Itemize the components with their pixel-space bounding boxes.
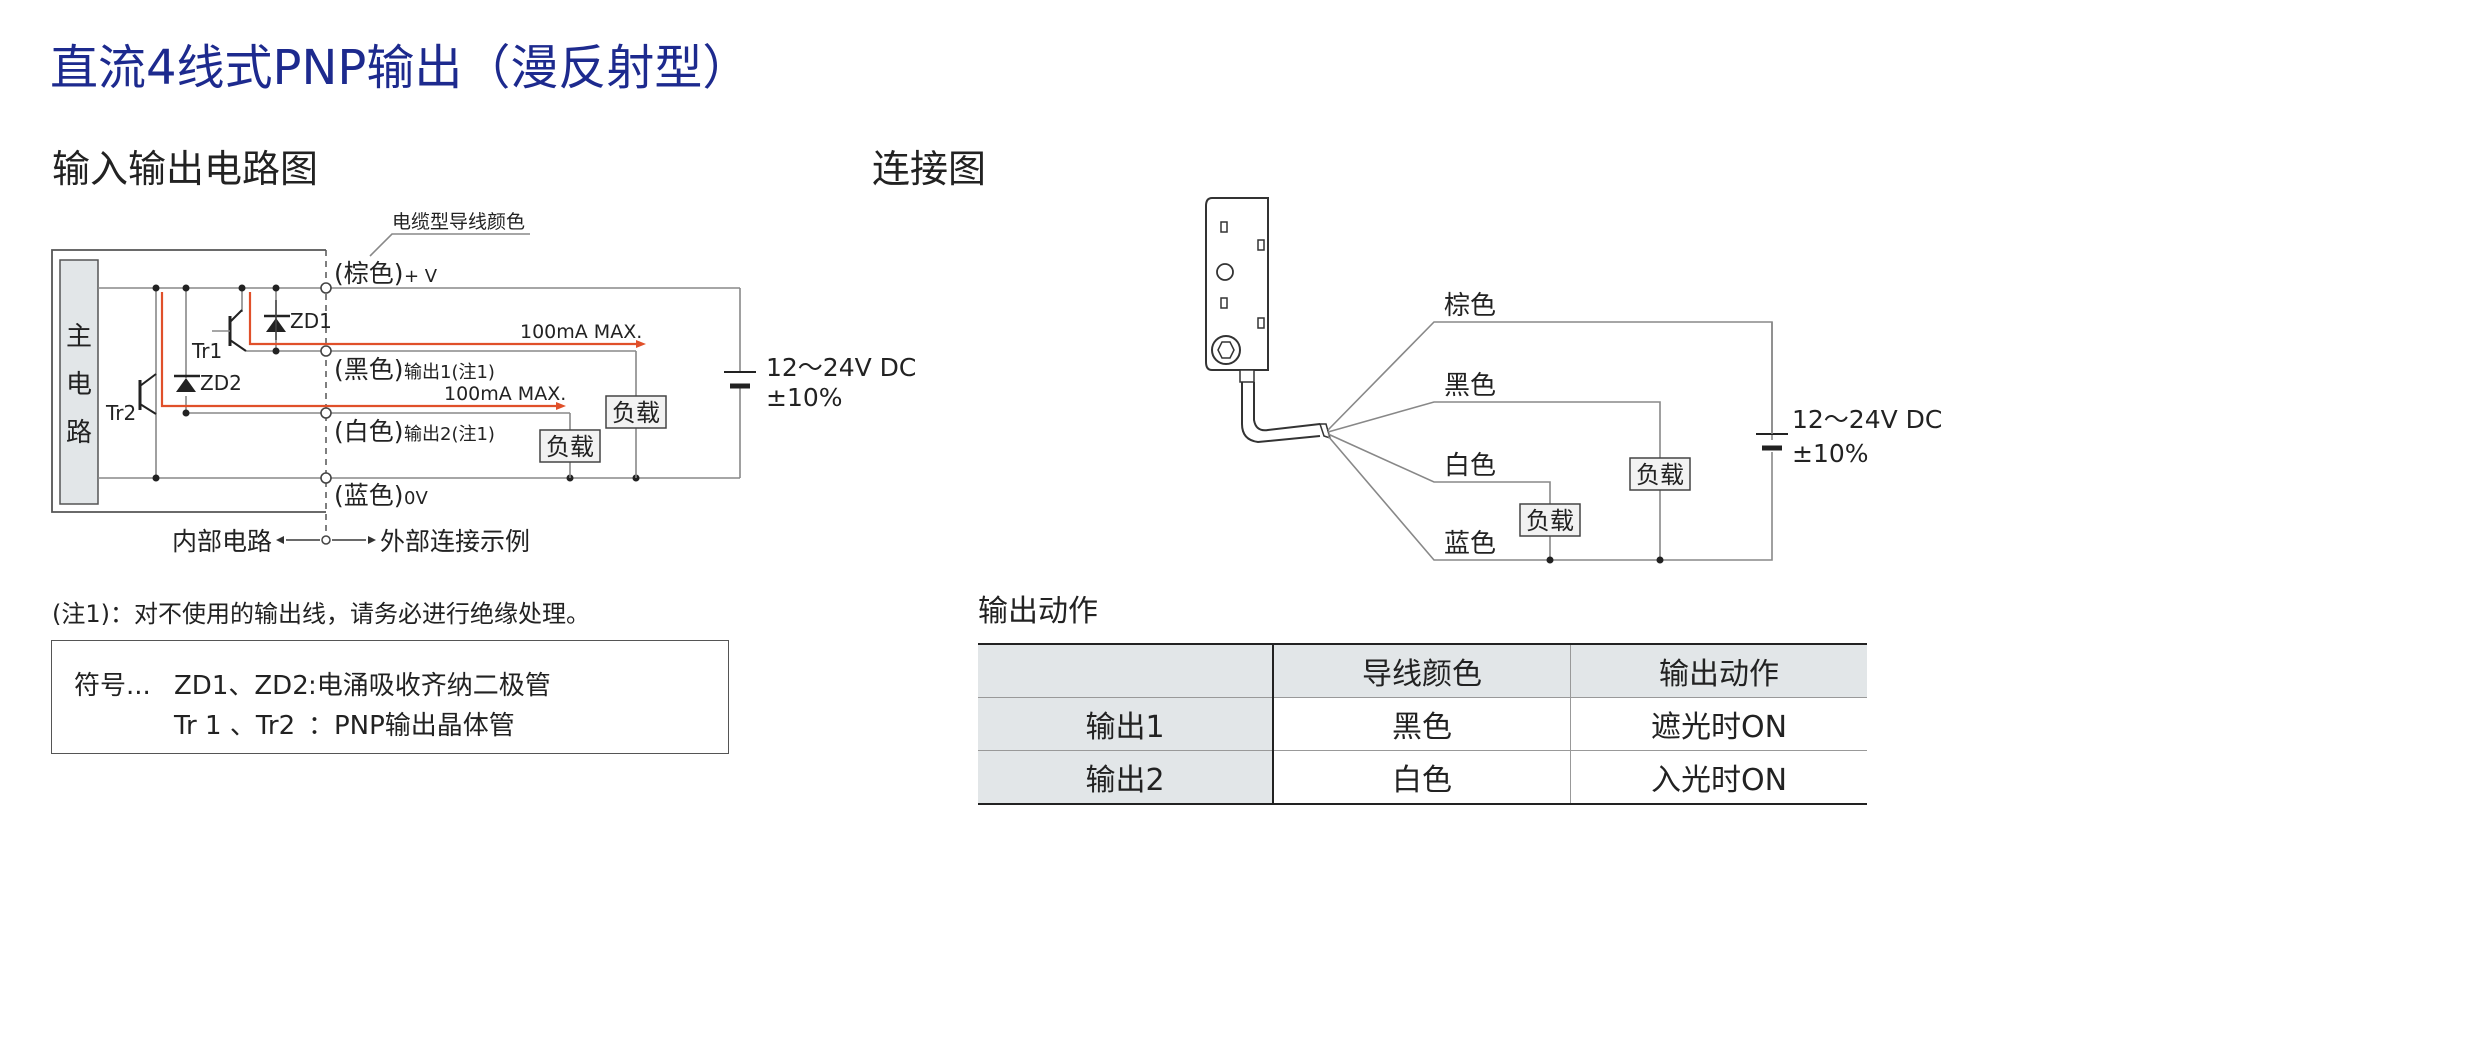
- zd2-zener-icon: [174, 374, 200, 392]
- max-current-2: 100mA MAX.: [444, 383, 566, 405]
- conn-white-label: 白色: [1444, 451, 1496, 481]
- sensor-body-icon: [1205, 197, 1269, 371]
- terminal-black: [320, 345, 332, 357]
- main-circuit-char-2: 电: [66, 370, 92, 400]
- table-header-row: 导线颜色 输出动作: [978, 643, 1867, 698]
- conn-brown-label: 棕色: [1444, 291, 1496, 321]
- connection-section-title: 连接图: [872, 147, 987, 191]
- main-circuit-char-1: 主: [66, 322, 92, 352]
- conn-black-wire: [1327, 401, 1661, 458]
- zero-v-label: 0V: [404, 488, 428, 509]
- sensor-cable-outline-b: [1253, 382, 1321, 432]
- symbol-prefix: 符号...: [74, 671, 151, 701]
- symbol-row1-desc: :电涌吸收齐纳二极管: [308, 671, 551, 701]
- conn-supply-tolerance-label: ±10%: [1792, 439, 1869, 468]
- conn-supply-voltage-label: 12～24V DC: [1792, 405, 1942, 434]
- internal-circuit-box: [51, 249, 326, 513]
- tr1-transistor-icon: [212, 309, 247, 352]
- output1-note-label: 输出1(注1): [404, 362, 495, 383]
- zd2-label: ZD2: [200, 371, 242, 395]
- conn-white-wire: [1327, 433, 1551, 504]
- sensor-cable-outline-a: [1241, 382, 1321, 444]
- conn-load1-label: 负载: [1636, 461, 1684, 489]
- main-circuit-char-3: 路: [66, 418, 92, 448]
- io-circuit-diagram: 主 电 路 电缆型导线颜色: [51, 211, 916, 556]
- output2-note-label: 输出2(注1): [404, 424, 495, 445]
- load1-label: 负载: [612, 399, 660, 427]
- supply-tolerance-label: ±10%: [766, 383, 843, 412]
- output2-current-path: [160, 292, 556, 408]
- table-cell-output1-color: 黑色: [1273, 697, 1571, 751]
- table-row: 输出1 黑色 遮光时ON: [978, 697, 1867, 751]
- table-header-corner: [978, 643, 1274, 698]
- conn-load1-box: [1629, 457, 1691, 491]
- conn-black-label: 黑色: [1444, 371, 1496, 401]
- cable-label-leader: [369, 233, 530, 257]
- tr2-label: Tr2: [105, 401, 136, 425]
- plus-v-label: + V: [404, 266, 438, 287]
- load2-label: 负载: [546, 433, 594, 461]
- table-header-output-action: 输出动作: [1570, 643, 1867, 698]
- output-action-title: 输出动作: [978, 594, 1098, 629]
- terminal-blue: [320, 472, 332, 484]
- symbol-row1-name: ZD1、ZD2: [174, 671, 309, 701]
- load2-box: [539, 429, 601, 463]
- tr1-label: Tr1: [191, 339, 222, 363]
- sensor-indicator-icon: [1216, 263, 1234, 281]
- external-connection-label: 外部连接示例: [380, 527, 530, 556]
- cable-color-label: 电缆型导线颜色: [392, 211, 525, 233]
- output-action-table: 导线颜色 输出动作 输出1 黑色 遮光时ON 输出2 白色 入光时ON: [978, 643, 1867, 805]
- conn-blue-label: 蓝色: [1444, 529, 1496, 559]
- conn-brown-wire: [1327, 321, 1773, 440]
- page-title: 直流4线式PNP输出（漫反射型）: [50, 40, 751, 96]
- blue-wire-label: (蓝色): [334, 481, 404, 510]
- conn-load2-box: [1519, 503, 1581, 537]
- table-cell-output1-action: 遮光时ON: [1570, 697, 1867, 751]
- load1-box: [605, 395, 667, 429]
- table-cell-output1: 输出1: [978, 697, 1274, 751]
- table-cell-output2-color: 白色: [1273, 750, 1571, 805]
- connection-diagram: 棕色 黑色 白色 蓝色 负载 负载 12～24V DC ±10%: [1205, 197, 1942, 564]
- tr2-transistor-icon: [138, 373, 157, 415]
- table-row: 输出2 白色 入光时ON: [978, 750, 1867, 805]
- circuit-section-title: 输入输出电路图: [52, 147, 319, 191]
- internal-circuit-label: 内部电路: [172, 527, 272, 556]
- supply-voltage-label: 12～24V DC: [766, 353, 916, 382]
- output1-current-path: [248, 292, 636, 346]
- table-header-wire-color: 导线颜色: [1273, 643, 1571, 698]
- sensor-mount-hole-icon: [1211, 335, 1241, 365]
- symbol-row2-name: Tr 1 、Tr2: [174, 711, 296, 741]
- symbol-legend-box: 符号... ZD1、ZD2 :电涌吸收齐纳二极管 Tr 1 、Tr2 ：PNP输…: [51, 640, 729, 754]
- table-cell-output2: 输出2: [978, 750, 1274, 805]
- terminal-brown: [320, 282, 332, 294]
- brown-wire-label: (棕色): [334, 259, 404, 288]
- symbol-row2-desc: ：PNP输出晶体管: [308, 711, 515, 741]
- main-circuit-block: [59, 259, 99, 505]
- white-wire-label: (白色): [334, 417, 404, 446]
- black-wire-label: (黑色): [334, 355, 404, 384]
- conn-blue-wire: [1327, 435, 1773, 561]
- table-cell-output2-action: 入光时ON: [1570, 750, 1867, 805]
- note-text: (注1)：对不使用的输出线，请务必进行绝缘处理。: [52, 600, 590, 628]
- conn-load2-label: 负载: [1526, 507, 1574, 535]
- terminal-white: [320, 407, 332, 419]
- zd1-label: ZD1: [290, 309, 332, 333]
- max-current-1: 100mA MAX.: [520, 321, 642, 343]
- zd1-zener-icon: [264, 300, 290, 340]
